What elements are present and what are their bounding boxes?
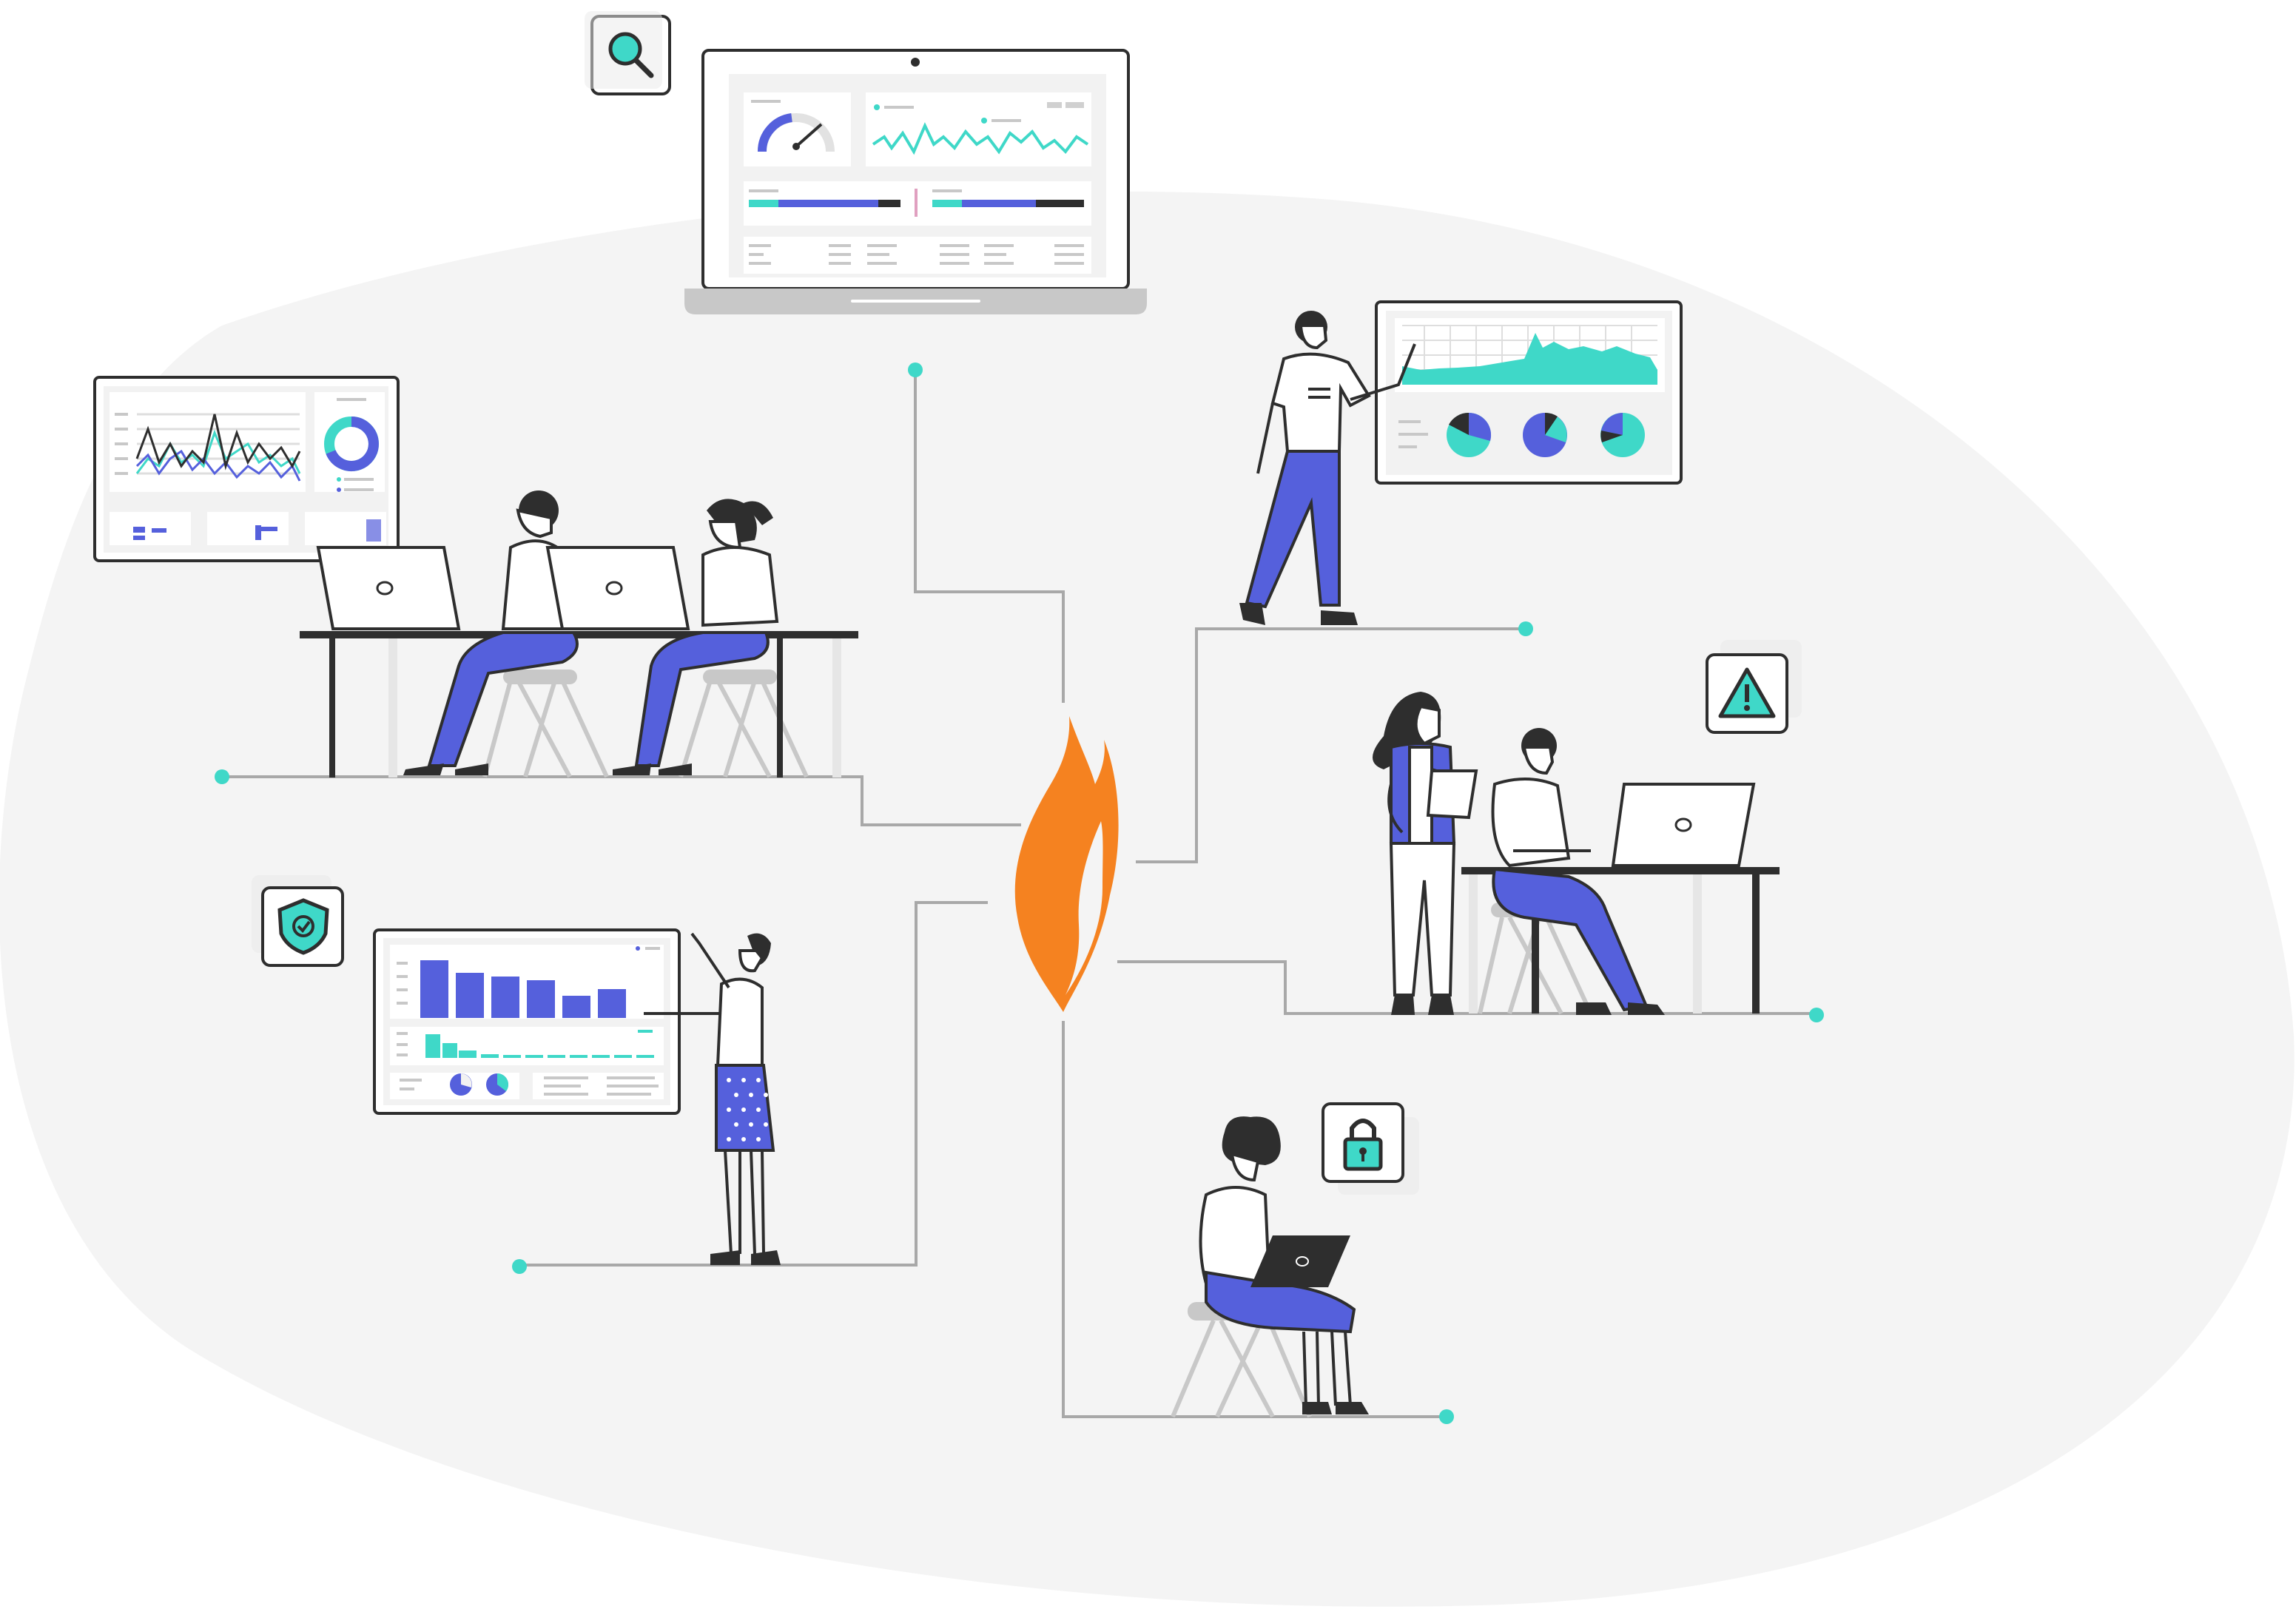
blue-bars [420, 960, 626, 1018]
left-bar-chart-board [373, 928, 681, 1115]
left-monitor-dashboard [93, 376, 400, 562]
shield-check-icon [252, 875, 344, 967]
background-blob [0, 191, 2295, 1607]
flame-logo-icon [1014, 716, 1119, 1012]
connector-endpoints [215, 362, 1824, 1424]
presenter-man [1239, 311, 1416, 625]
right-monitor-dashboard [1375, 300, 1683, 485]
laptop-dashboard [684, 49, 1147, 314]
desk-woman-and-man [1373, 692, 1780, 1015]
top-line-series [872, 122, 1089, 155]
gauge-fill [757, 113, 793, 152]
padlock-icon [1322, 1102, 1419, 1195]
woman-with-laptop [1171, 1116, 1369, 1418]
teal-bars [425, 1034, 654, 1058]
warning-triangle-icon [1706, 640, 1802, 734]
magnifier-icon [585, 11, 671, 95]
desk-two-people [300, 490, 858, 778]
presenter-woman [644, 932, 781, 1265]
